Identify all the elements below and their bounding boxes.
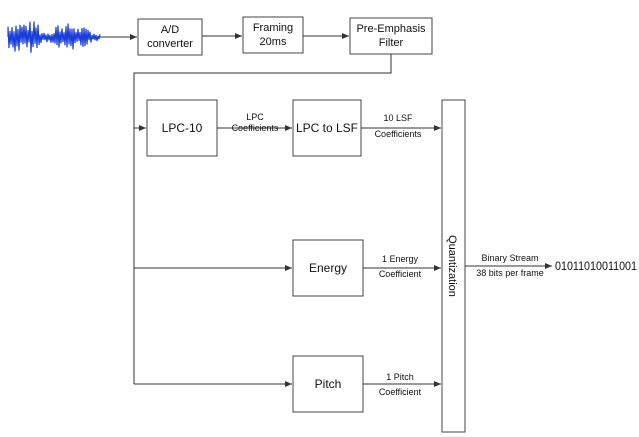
pitch-coeff-label-2: Coefficient [379, 387, 422, 397]
lpc-coeff-label-2: Coefficients [232, 123, 279, 133]
pitch-label: Pitch [315, 377, 342, 391]
framing-label-2: 20ms [260, 36, 287, 48]
lpc-coeff-label-1: LPC [246, 112, 264, 122]
energy-label: Energy [309, 261, 347, 275]
pitch-coeff-label-1: 1 Pitch [386, 372, 414, 382]
lpc-to-lsf-label: LPC to LSF [296, 121, 358, 135]
binary-output-text: 01011010011001 [555, 259, 637, 273]
lpc10-label: LPC-10 [162, 121, 203, 135]
lsf-label-2: Coefficients [375, 129, 422, 139]
preemph-label-1: Pre-Emphasis [356, 23, 426, 35]
audio-waveform-icon [8, 22, 100, 53]
quantization-label: Quantization [446, 235, 458, 297]
stream-label-1: Binary Stream [481, 253, 538, 263]
ad-label-2: converter [147, 38, 193, 50]
framing-label-1: Framing [253, 22, 293, 34]
ad-label-1: A/D [161, 24, 179, 36]
lsf-label-1: 10 LSF [383, 113, 413, 123]
preemph-label-2: Filter [379, 37, 404, 49]
energy-coeff-label-2: Coefficient [379, 269, 422, 279]
energy-coeff-label-1: 1 Energy [382, 254, 419, 264]
stream-label-2: 38 bits per frame [476, 268, 544, 278]
